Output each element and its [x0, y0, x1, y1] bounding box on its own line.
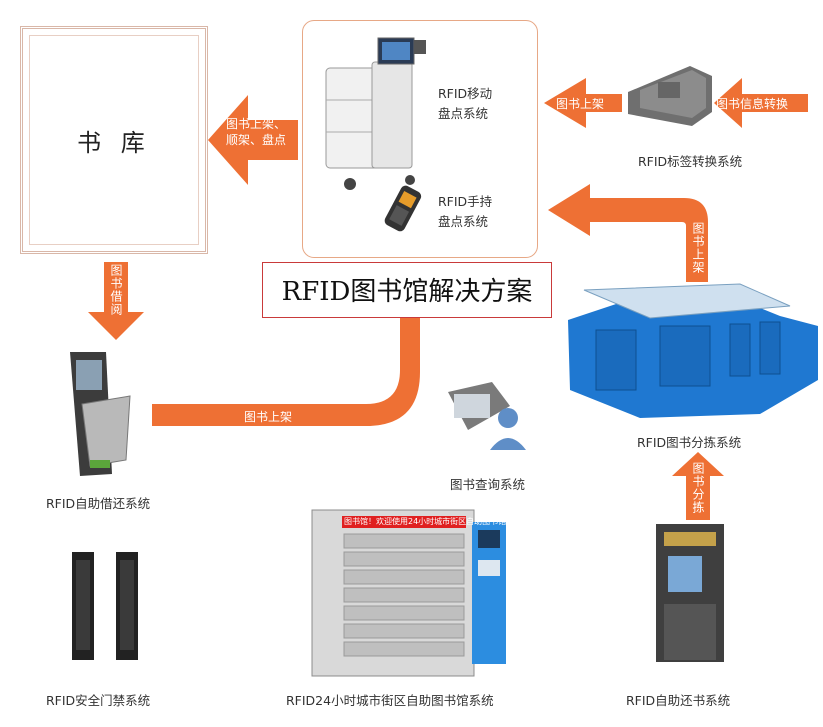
warehouse-inner-border — [29, 35, 199, 245]
caption-mobile-inventory: RFID移动 盘点系统 — [438, 86, 493, 121]
arrow-tag-to-center — [544, 78, 622, 128]
caption-tag-conversion: RFID标签转换系统 — [638, 154, 743, 169]
handheld-reader-image — [384, 185, 422, 232]
self-return-machine-image — [656, 524, 724, 662]
arrow-label-sorting-to-center: 图书上架 — [691, 222, 705, 274]
arrow-to-warehouse — [208, 95, 298, 185]
caption-handheld-inventory: RFID手持 盘点系统 — [438, 194, 493, 229]
city-library-24h-image — [311, 509, 506, 677]
warehouse-label: 书 库 — [77, 129, 151, 157]
arrow-label-return-to-sorting: 图书分拣 — [691, 462, 705, 514]
caption-self-service-borrow-return: RFID自助借还系统 — [46, 496, 151, 511]
title-box: RFID图书馆解决方案 — [262, 262, 552, 318]
query-computer-image — [448, 382, 526, 450]
self-service-kiosk-image — [70, 352, 131, 476]
caption-self-return: RFID自助还书系统 — [626, 693, 731, 708]
sorting-system-image — [568, 283, 818, 418]
mobile-inventory-cart-image — [325, 37, 426, 190]
caption-query: 图书查询系统 — [450, 477, 526, 492]
caption-city-library-24h: RFID24小时城市街区自助图书馆系统 — [286, 693, 494, 708]
arrow-label-kiosk-to-center: 图书上架 — [244, 410, 293, 424]
arrow-warehouse-to-kiosk — [88, 262, 144, 340]
arrow-sorting-to-center — [548, 184, 708, 282]
arrow-label-to-warehouse: 图书上架、 顺架、盘点 — [226, 117, 287, 147]
caption-sorting: RFID图书分拣系统 — [637, 435, 742, 450]
caption-security-gate: RFID安全门禁系统 — [46, 693, 151, 708]
security-gate-image — [72, 552, 138, 660]
arrow-label-info-conversion: 图书信息转换 — [716, 97, 789, 111]
diagram-title: RFID图书馆解决方案 — [281, 277, 533, 307]
arrow-info-conversion — [714, 78, 808, 128]
warehouse-box: 书 库 — [20, 26, 208, 254]
library-kiosk-screen-text: 图书馆！欢迎使用24小时城市街区自助图书馆 — [344, 517, 507, 526]
arrow-return-to-sorting — [672, 452, 724, 520]
tag-conversion-device-image — [628, 66, 712, 126]
arrow-label-tag-to-center: 图书上架 — [556, 97, 605, 111]
arrow-label-warehouse-to-kiosk: 图书借阅 — [109, 264, 123, 316]
